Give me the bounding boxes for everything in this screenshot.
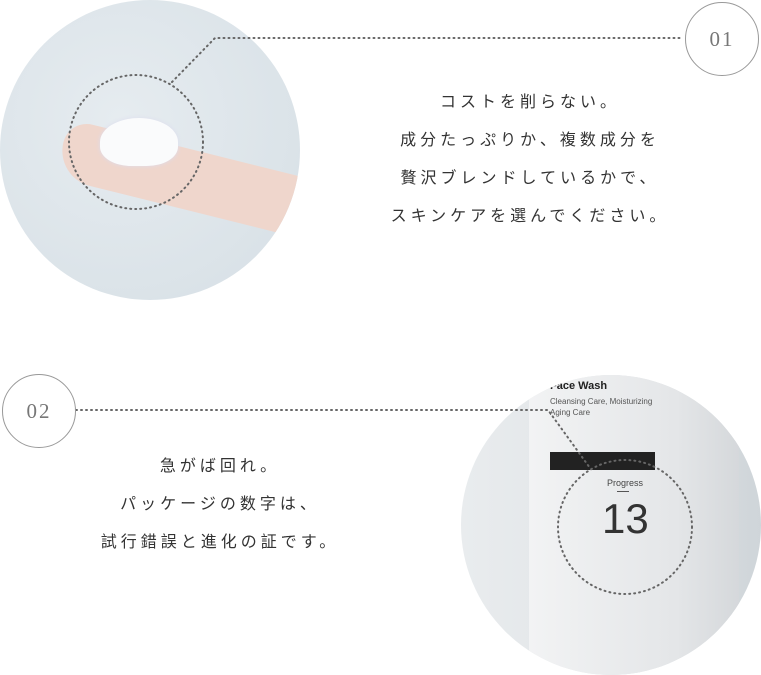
product-desc: Cleansing Care, Moisturizing xyxy=(550,397,653,406)
text-line: 贅沢ブレンドしているかで、 xyxy=(400,168,660,187)
text-line: スキンケアを選んでください。 xyxy=(390,206,670,225)
text-line: 急がば回れ。 xyxy=(159,456,281,475)
divider xyxy=(617,491,629,492)
text-line: 試行錯誤と進化の証です。 xyxy=(100,532,340,551)
foam xyxy=(100,118,178,166)
product-tube: Face Wash Cleansing Care, Moisturizing A… xyxy=(529,375,739,675)
text-line: 成分たっぷりか、複数成分を xyxy=(400,130,660,149)
product-band xyxy=(550,452,655,470)
progress-label: Progress xyxy=(607,478,644,488)
section2-text: 急がば回れ。 パッケージの数字は、 試行錯誤と進化の証です。 xyxy=(40,447,400,561)
product-photo: Face Wash Cleansing Care, Moisturizing A… xyxy=(461,375,761,675)
text-line: コストを削らない。 xyxy=(439,92,620,111)
product-desc-2: Aging Care xyxy=(550,408,591,417)
section-number-01: 01 xyxy=(685,2,759,76)
product-name: Face Wash xyxy=(550,380,608,392)
section1-text: コストを削らない。 成分たっぷりか、複数成分を 贅沢ブレンドしているかで、 スキ… xyxy=(340,83,720,235)
foam-hand-photo xyxy=(0,0,300,300)
text-line: パッケージの数字は、 xyxy=(120,494,320,513)
progress-number: 13 xyxy=(602,495,649,542)
section-number-02: 02 xyxy=(2,374,76,448)
